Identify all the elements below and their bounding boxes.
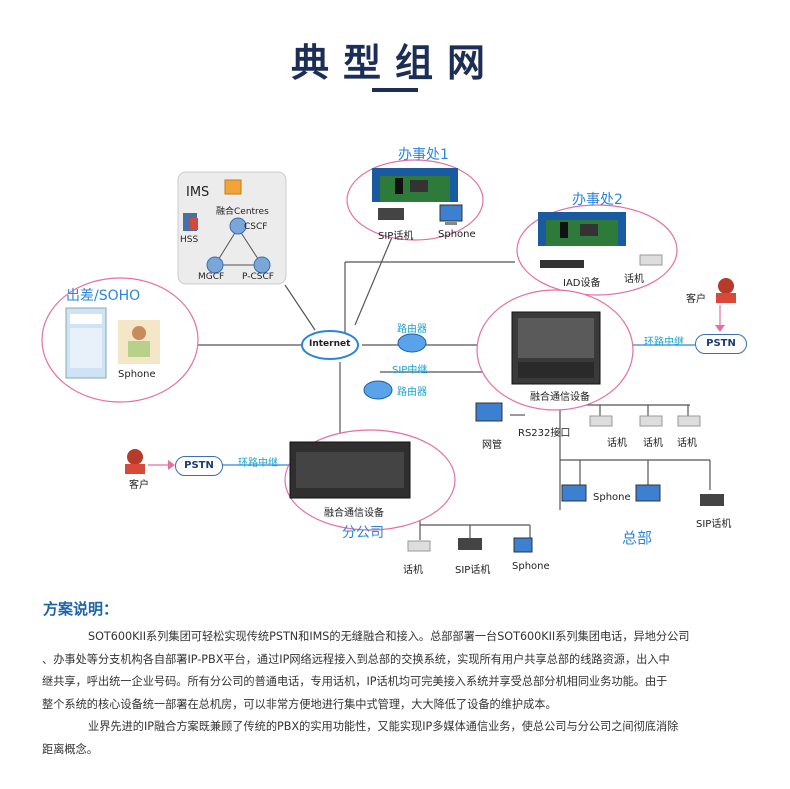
branch-pstn-node: PSTN <box>175 456 223 476</box>
hq-sphone-label: Sphone <box>593 492 631 503</box>
sip-trunk-label: SIP中继 <box>392 365 428 376</box>
hq-trunk-label: 环路中继 <box>644 337 684 348</box>
branch-device-label: 融合通信设备 <box>324 508 384 519</box>
rs232-label: RS232接口 <box>518 428 571 439</box>
trunk-lines <box>222 344 695 466</box>
branch-trunk-label: 环路中继 <box>238 458 278 469</box>
internet-label: Internet <box>309 339 351 349</box>
hq-device-label: 融合通信设备 <box>530 392 590 403</box>
para1-line-3: 继共享，呼出统一企业号码。所有分公司的普通电话，专用话机，IP话机均可完美接入系… <box>42 675 668 688</box>
branch-label: 分公司 <box>342 525 384 541</box>
branch-sphone-label: Sphone <box>512 561 550 572</box>
router-top-label: 路由器 <box>397 324 427 335</box>
network-diagram <box>41 159 736 553</box>
customer-arrows <box>148 305 725 470</box>
para1-line-4: 整个系统的核心设备统一部署在总机房，可以非常方便地进行集中式管理，大大降低了设备… <box>42 697 557 711</box>
hq-phone-2-label: 话机 <box>643 438 663 449</box>
description-paragraph-1: SOT600KII系列集团可轻松实现传统PSTN和IMS的无缝融合和接入。总部部… <box>42 626 748 716</box>
hq-pstn-node: PSTN <box>695 334 747 354</box>
branch-sip-phone-label: SIP话机 <box>455 565 491 576</box>
hq-phone-3-label: 话机 <box>677 438 697 449</box>
hq-sip-phone-label: SIP话机 <box>696 519 732 530</box>
hq-label: 总部 <box>622 529 653 547</box>
description-paragraph-2: 业界先进的IP融合方案既兼顾了传统的PBX的实用功能性，又能实现IP多媒体通信业… <box>42 716 748 761</box>
para2-line-1: 业界先进的IP融合方案既兼顾了传统的PBX的实用功能性，又能实现IP多媒体通信业… <box>88 720 679 733</box>
branch-phone-label: 话机 <box>403 565 423 576</box>
hss-label: HSS <box>180 235 199 245</box>
pcscf-label: P-CSCF <box>242 272 274 282</box>
ims-label: IMS <box>186 185 210 200</box>
cscf-label: CSCF <box>244 222 268 232</box>
hq-customer-label: 客户 <box>686 294 706 305</box>
soho-label: 出差/SOHO <box>66 288 141 304</box>
mgmt-label: 网管 <box>482 440 502 451</box>
branch-customer-label: 客户 <box>129 480 149 491</box>
para1-line-2: 、办事处等分支机构各自部署IP-PBX平台，通过IP网络远程接入到总部的交换系统… <box>42 652 670 666</box>
para2-line-2: 距离概念。 <box>42 742 98 756</box>
mgcf-label: MGCF <box>198 272 225 282</box>
router-mid-label: 路由器 <box>397 387 427 398</box>
page-title: 典型组网 <box>290 41 499 85</box>
office1-label: 办事处1 <box>398 147 449 163</box>
soho-sphone-label: Sphone <box>118 369 156 380</box>
office1-sip-phone-label: SIP话机 <box>378 231 414 242</box>
ims-centres-label: 融合Centres <box>216 207 269 217</box>
title-underline <box>372 88 418 92</box>
para1-line-1: SOT600KII系列集团可轻松实现传统PSTN和IMS的无缝融合和接入。总部部… <box>88 630 690 643</box>
office2-phone-label: 话机 <box>624 274 644 285</box>
office2-label: 办事处2 <box>572 192 623 208</box>
office1-sphone-label: Sphone <box>438 229 476 240</box>
iad-label: IAD设备 <box>563 278 601 289</box>
description-title: 方案说明： <box>43 600 119 618</box>
hq-phone-1-label: 话机 <box>607 438 627 449</box>
